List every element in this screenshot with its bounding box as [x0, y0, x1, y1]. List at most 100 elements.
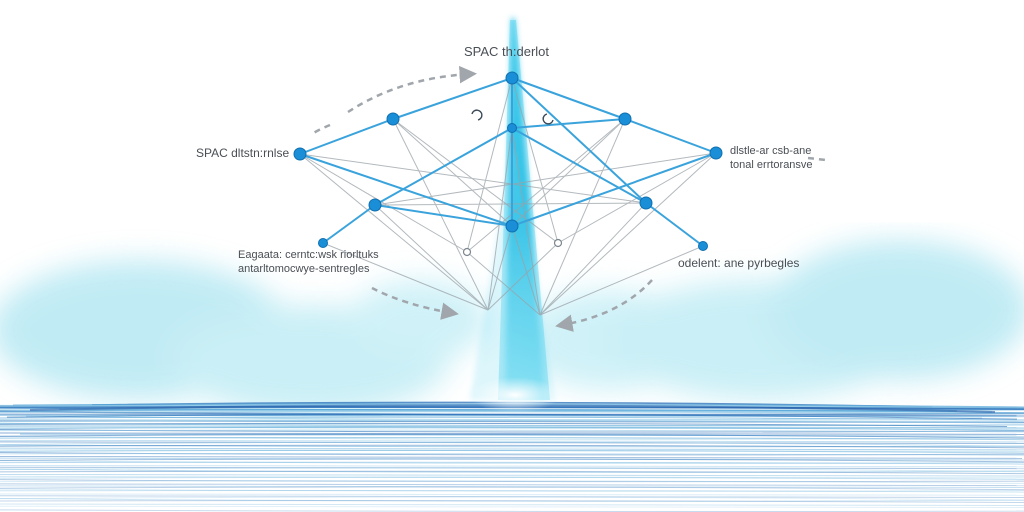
edge-c-bl	[487, 225, 513, 311]
ripple-line	[0, 483, 1024, 486]
label-top-text: SPAC th:derlot	[464, 44, 550, 59]
edge-top-mr	[511, 77, 647, 204]
ripple-line	[0, 500, 1024, 504]
edge-g1-br	[466, 251, 541, 316]
ripple-line	[0, 422, 1024, 427]
ripple-line	[0, 441, 1024, 447]
label-right-line2: tonal errtoransve	[730, 159, 813, 171]
label-lower-right: odelent: ane pyrbegles	[678, 256, 799, 271]
edge-r-br	[539, 152, 717, 316]
edge-ul-g2	[392, 118, 559, 244]
ripple-line	[0, 488, 1024, 492]
node-g1	[462, 247, 472, 257]
label-lower-left: Eagaata: cerntc:wsk riorltuks antarltomo…	[238, 248, 379, 276]
edge-cu-ur	[511, 118, 626, 129]
ripple-line	[0, 461, 1024, 465]
arrow-top	[347, 65, 477, 114]
node-lr	[698, 241, 708, 251]
ripple-line	[0, 479, 1024, 483]
edge-r-ml	[374, 152, 717, 206]
edge-top-ur	[511, 77, 626, 120]
ripple-line	[0, 416, 1024, 421]
edge-ur-c	[511, 118, 626, 227]
edge-cu-bl	[487, 127, 513, 311]
edge-l-g1	[299, 153, 468, 253]
edge-c-r	[511, 152, 717, 227]
ripple-line	[0, 480, 1024, 484]
ripple-line	[0, 426, 1024, 431]
node-ur	[618, 112, 632, 126]
ripple-line	[0, 436, 1024, 441]
edge-ur-br	[539, 118, 626, 316]
ripple-line	[0, 432, 1024, 435]
ripple-line	[0, 422, 1008, 427]
node-g2	[553, 238, 563, 248]
label-top: SPAC th:derlot	[464, 44, 549, 59]
ripple-line	[0, 444, 1024, 449]
edge-top-ul	[392, 77, 513, 120]
edge-lr-br	[539, 245, 704, 316]
water-ripples	[0, 401, 1024, 512]
ripple-line	[0, 476, 1024, 480]
edge-l-mr	[299, 153, 647, 204]
edge-top-g2	[511, 77, 559, 244]
ripple-line	[0, 496, 1024, 501]
node-cu	[507, 123, 517, 133]
ripple-line	[0, 433, 1024, 439]
edge-ml-ll	[322, 204, 376, 244]
node-ml	[368, 198, 382, 212]
ripple-line	[6, 414, 1018, 420]
ripple-line	[0, 493, 1024, 496]
network-nodes	[293, 71, 723, 257]
ripple-line	[0, 453, 1024, 456]
ripple-line	[0, 470, 1024, 475]
flow-arrows	[311, 65, 827, 332]
blue-network-edges	[299, 77, 717, 247]
edge-ul-l	[299, 118, 394, 155]
ripple-line	[0, 449, 1024, 454]
edge-cu-mr	[511, 127, 647, 204]
edge-ur-g1	[466, 118, 626, 253]
edge-ml-bl	[374, 204, 489, 311]
curl-icon-right	[542, 113, 554, 125]
edge-ml-cu	[374, 127, 513, 206]
ripple-line	[0, 506, 1024, 509]
ripple-line	[0, 458, 1024, 463]
edge-c-ml	[374, 204, 513, 227]
node-top	[505, 71, 519, 85]
arrow-top-left-stub	[311, 123, 331, 136]
ripple-line	[0, 429, 1024, 433]
edge-top-g1	[466, 77, 513, 253]
edge-l-c	[299, 153, 513, 227]
arrow-lower-right	[555, 279, 653, 332]
curl-icon-left	[471, 109, 483, 121]
arrow-right-stub	[807, 156, 827, 162]
label-right: dlstle-ar csb-ane tonal errtoransve	[730, 144, 813, 172]
node-r	[709, 146, 723, 160]
label-right-line1: dlstle-ar csb-ane	[730, 145, 812, 157]
ripple-line	[0, 473, 1024, 477]
gray-web-edges	[299, 77, 717, 316]
edge-mr-lr	[645, 202, 704, 247]
ripple-line	[0, 452, 1024, 456]
ripple-line	[0, 486, 1024, 491]
edge-ll-bl	[322, 242, 489, 311]
ripple-line	[0, 420, 1024, 424]
edge-ml-mr	[374, 202, 647, 206]
node-l	[293, 147, 307, 161]
label-lower-left-line1: Eagaata: cerntc:wsk riorltuks	[238, 249, 379, 261]
ripple-line	[0, 503, 1024, 506]
ripple-line	[0, 489, 1024, 493]
ripple-line	[0, 509, 1024, 512]
ripple-line	[0, 498, 1024, 502]
curl-icons	[471, 109, 554, 125]
node-c	[505, 219, 519, 233]
edge-c-br	[511, 225, 541, 316]
ripple-line	[0, 460, 1024, 464]
edge-ul-c	[392, 118, 513, 227]
edge-l-bl	[299, 153, 489, 311]
node-mr	[639, 196, 653, 210]
edge-r-ur	[624, 118, 717, 154]
